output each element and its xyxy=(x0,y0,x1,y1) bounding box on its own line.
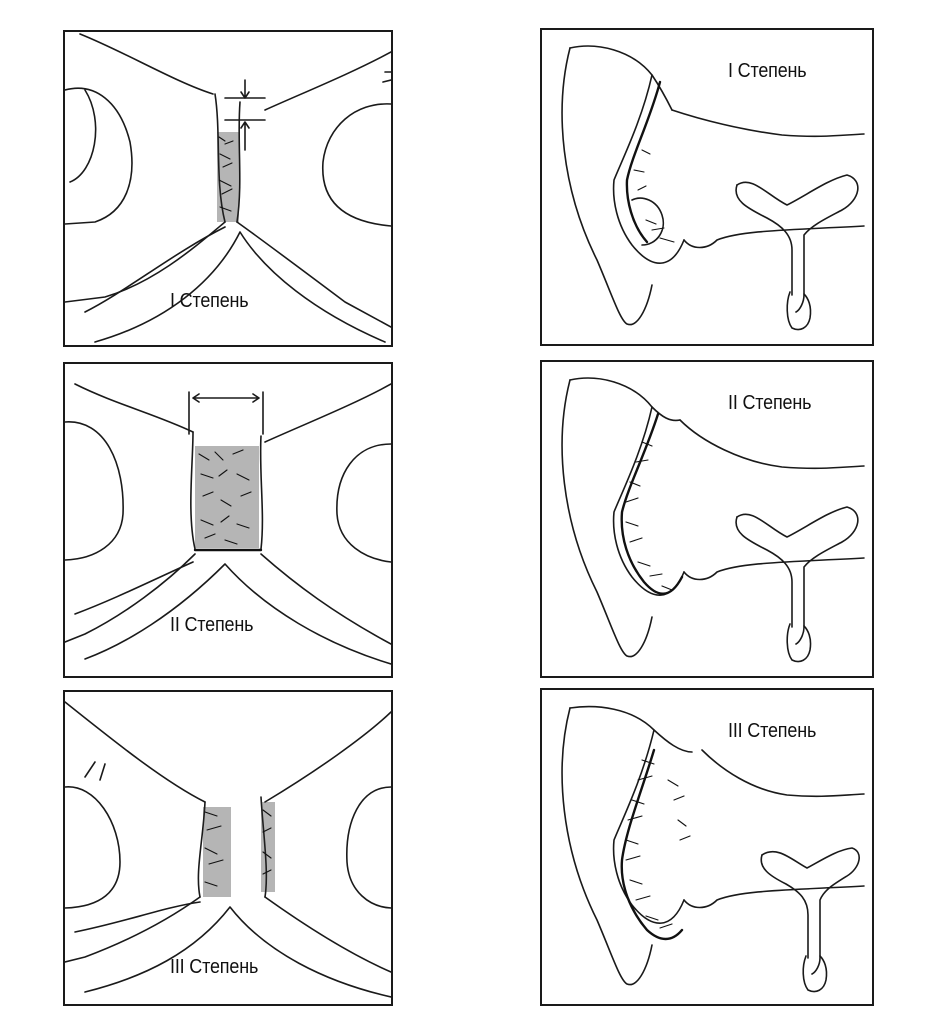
grade-label: I Степень xyxy=(728,60,807,82)
symphysis-lateral-drawing xyxy=(561,45,865,331)
panel-frontal-grade-2: II Степень xyxy=(63,362,393,678)
symphysis-lateral-drawing xyxy=(561,377,865,663)
panel-lateral-grade-2: II Степень xyxy=(540,360,874,678)
symphysis-frontal-drawing xyxy=(65,33,391,343)
symphysis-frontal-drawing xyxy=(65,383,391,665)
grade-label: I Степень xyxy=(170,290,249,312)
grade-label: III Степень xyxy=(728,720,817,742)
grade-label: II Степень xyxy=(728,392,812,414)
symphysis-frontal-drawing xyxy=(65,701,391,998)
symphysis-lateral-drawing xyxy=(561,705,865,993)
panel-lateral-grade-1: I Степень xyxy=(540,28,874,346)
panel-frontal-grade-1: I Степень xyxy=(63,30,393,347)
grade-label: II Степень xyxy=(170,614,254,636)
panel-lateral-grade-3: III Степень xyxy=(540,688,874,1006)
panel-frontal-grade-3: III Степень xyxy=(63,690,393,1006)
grade-label: III Степень xyxy=(170,956,259,978)
